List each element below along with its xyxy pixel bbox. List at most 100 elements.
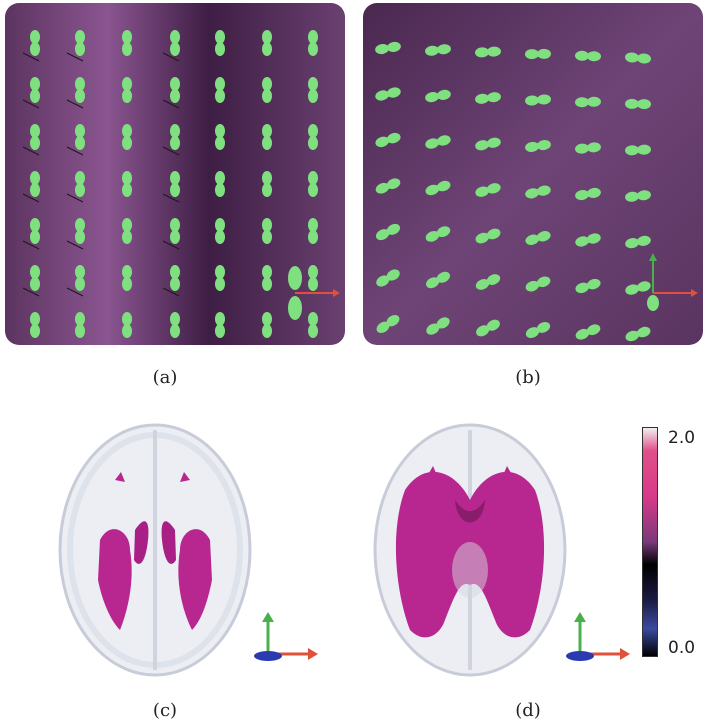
- glyph: [425, 89, 451, 103]
- caption-a: (a): [152, 367, 178, 388]
- glyph: [170, 30, 180, 56]
- glyph: [75, 218, 85, 244]
- colorbar-min-label: 0.0: [668, 638, 696, 658]
- glyph-field-a: [5, 3, 345, 345]
- glyph: [625, 235, 651, 249]
- glyph: [625, 326, 651, 342]
- glyph: [75, 77, 85, 103]
- glyph: [475, 228, 501, 244]
- glyph: [425, 135, 451, 149]
- glyph: [122, 218, 132, 244]
- direction-tick: [22, 240, 40, 250]
- glyph: [215, 77, 225, 103]
- glyph: [215, 30, 225, 56]
- direction-tick: [162, 240, 180, 250]
- direction-tick: [22, 146, 40, 156]
- glyph: [426, 271, 450, 289]
- glyph: [75, 171, 85, 197]
- glyph: [625, 52, 651, 64]
- glyph: [375, 223, 401, 241]
- glyph: [262, 77, 272, 103]
- glyph: [75, 30, 85, 56]
- glyph: [425, 226, 451, 242]
- glyph: [525, 322, 551, 338]
- glyph: [262, 30, 272, 56]
- glyph: [625, 98, 651, 110]
- glyph: [215, 218, 225, 244]
- glyph: [375, 132, 401, 148]
- glyph: [375, 178, 401, 194]
- glyph: [475, 183, 501, 197]
- glyph: [308, 124, 318, 150]
- glyph: [525, 276, 551, 292]
- glyph: [30, 77, 40, 103]
- glyph-field-panel-b: [363, 3, 703, 345]
- glyph: [262, 265, 272, 291]
- glyph: [262, 218, 272, 244]
- glyph: [170, 312, 180, 338]
- glyph: [525, 94, 551, 106]
- glyph: [30, 124, 40, 150]
- direction-tick: [22, 52, 40, 62]
- glyph: [262, 312, 272, 338]
- axes-orientation-icon-d: [566, 612, 630, 661]
- direction-tick: [162, 193, 180, 203]
- glyph: [262, 171, 272, 197]
- brain-rendering-d: [373, 423, 567, 677]
- glyph: [575, 96, 601, 108]
- glyph: [575, 278, 601, 294]
- caption-b: (b): [515, 367, 541, 388]
- direction-tick: [162, 52, 180, 62]
- glyph: [525, 231, 551, 245]
- glyph: [375, 87, 401, 101]
- glyph: [170, 265, 180, 291]
- direction-tick: [66, 193, 84, 203]
- glyph: [376, 269, 400, 287]
- glyph: [215, 265, 225, 291]
- glyph: [122, 77, 132, 103]
- glyph: [308, 171, 318, 197]
- glyph: [170, 77, 180, 103]
- glyph: [30, 171, 40, 197]
- axes-orientation-icon-c: [254, 612, 318, 661]
- glyph: [476, 319, 500, 337]
- glyph: [75, 124, 85, 150]
- glyph: [475, 137, 501, 151]
- glyph: [170, 218, 180, 244]
- glyph: [308, 312, 318, 338]
- glyph: [215, 312, 225, 338]
- glyph: [575, 142, 601, 154]
- glyph: [575, 324, 601, 340]
- glyph: [215, 171, 225, 197]
- glyph: [75, 265, 85, 291]
- direction-tick: [66, 240, 84, 250]
- direction-tick: [22, 287, 40, 297]
- colorbar: [642, 427, 658, 657]
- glyph: [475, 46, 501, 58]
- glyph: [425, 180, 451, 196]
- glyph: [625, 190, 651, 202]
- glyph: [625, 144, 651, 156]
- direction-tick: [66, 146, 84, 156]
- glyph: [575, 50, 601, 62]
- glyph: [375, 41, 401, 55]
- glyph: [475, 274, 501, 290]
- direction-tick: [66, 99, 84, 109]
- glyph: [525, 185, 551, 199]
- direction-tick: [22, 99, 40, 109]
- axes-icon-b: [647, 253, 698, 311]
- glyph-field-panel-a: [5, 3, 345, 345]
- glyph: [170, 171, 180, 197]
- brain-rendering-c: [58, 423, 252, 677]
- direction-tick: [162, 287, 180, 297]
- caption-c: (c): [152, 700, 178, 721]
- glyph: [525, 48, 551, 60]
- glyph: [122, 124, 132, 150]
- glyph: [625, 281, 651, 295]
- glyph: [122, 30, 132, 56]
- glyph: [215, 124, 225, 150]
- glyph: [575, 233, 601, 247]
- colorbar-max-label: 2.0: [668, 428, 696, 448]
- glyph: [525, 140, 551, 152]
- glyph: [308, 265, 318, 291]
